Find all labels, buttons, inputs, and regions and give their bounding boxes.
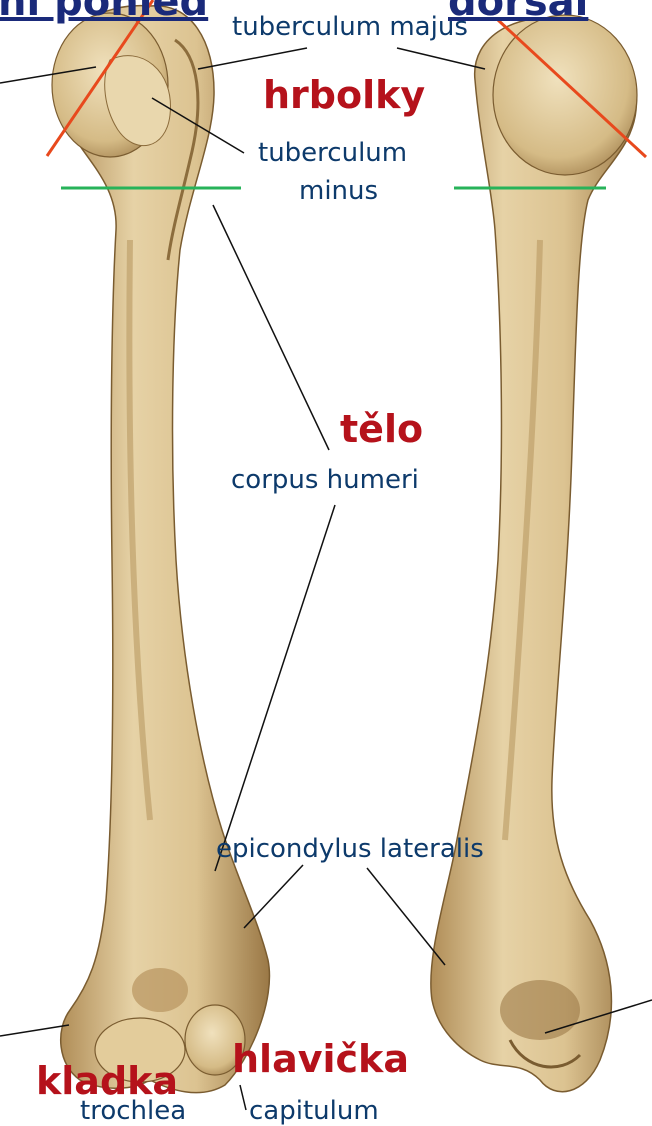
leader-epicondylus-left — [244, 865, 303, 928]
leader-capitulum — [240, 1085, 246, 1110]
label-hrbolky: hrbolky — [263, 76, 425, 114]
leader-majus-left — [198, 48, 307, 69]
humerus-anterior — [52, 6, 269, 1093]
label-tuberculum-minus-line1: tuberculum — [258, 140, 407, 166]
title-fragment-left: ní pohled — [0, 0, 208, 22]
leader-left-distal — [0, 1025, 69, 1036]
humerus-posterior-bone — [431, 18, 637, 1092]
leader-telo-lower — [215, 505, 335, 871]
leader-telo-upper — [213, 205, 329, 450]
label-epicondylus-lateralis: epicondylus lateralis — [216, 836, 484, 862]
title-fragment-right: dorsál — [448, 0, 588, 22]
label-corpus-humeri: corpus humeri — [231, 467, 419, 493]
leader-epicondylus-right — [367, 868, 445, 965]
label-trochlea: trochlea — [80, 1098, 186, 1124]
leader-majus-right — [397, 48, 485, 69]
label-hlavicka: hlavička — [232, 1040, 409, 1078]
label-capitulum: capitulum — [249, 1098, 379, 1124]
humerus-anterior-bone — [60, 6, 269, 1093]
label-kladka: kladka — [36, 1062, 178, 1100]
fossa-olecrani — [500, 980, 580, 1040]
label-telo: tělo — [340, 410, 423, 448]
caput-humeri-posterior — [493, 15, 637, 175]
humerus-posterior — [431, 15, 637, 1092]
label-tuberculum-majus: tuberculum majus — [232, 14, 468, 40]
fossa-coronoidea — [132, 968, 188, 1012]
label-tuberculum-minus-line2: minus — [299, 178, 378, 204]
